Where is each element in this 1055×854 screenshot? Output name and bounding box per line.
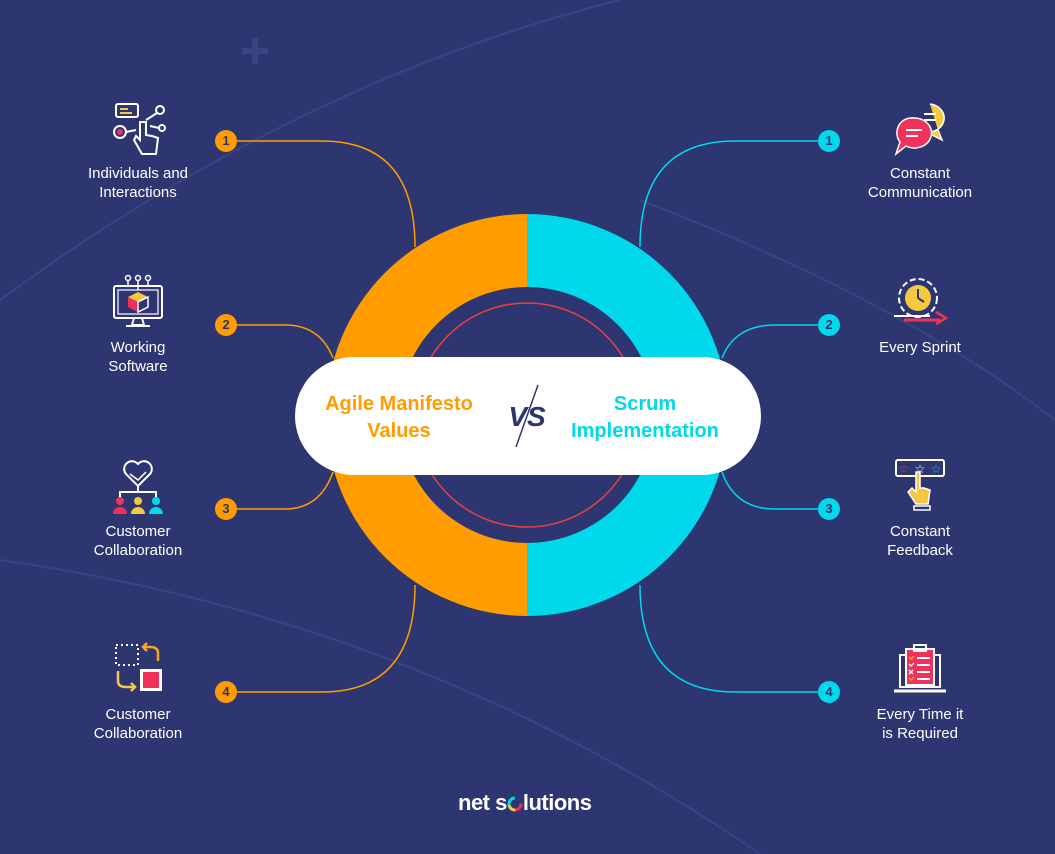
svg-text:☆: ☆ bbox=[931, 462, 942, 476]
svg-text:VS: VS bbox=[508, 401, 546, 432]
scrum-item-2: Every Sprint bbox=[835, 274, 1005, 357]
chat-bubbles-icon bbox=[894, 103, 945, 157]
scrum-item-4: Every Time it is Required bbox=[835, 641, 1005, 743]
scrum-implementation-title: Scrum Implementation bbox=[571, 393, 719, 442]
scrum-badge-1: 1 bbox=[818, 130, 840, 152]
swap-squares-icon bbox=[115, 642, 162, 692]
agile-badge-2: 2 bbox=[215, 314, 237, 336]
logo-text-end: lutions bbox=[522, 790, 592, 815]
handshake-team-icon bbox=[113, 460, 163, 514]
agile-value-label-3: Customer Collaboration bbox=[93, 523, 183, 559]
monitor-cube-icon bbox=[113, 274, 163, 327]
scrum-badge-4: 4 bbox=[818, 681, 840, 703]
svg-text:☆: ☆ bbox=[899, 462, 910, 476]
scrum-label-3: Constant Feedback bbox=[887, 523, 953, 559]
svg-text:☆: ☆ bbox=[915, 462, 926, 476]
agile-badge-1: 1 bbox=[215, 130, 237, 152]
star-rating-hand-icon: ☆ ☆ ☆ bbox=[895, 459, 945, 511]
scrum-item-1: Constant Communication bbox=[835, 100, 1005, 202]
logo-text-start: net s bbox=[458, 790, 507, 815]
agile-value-item-2: Working Software bbox=[53, 274, 223, 376]
scrum-badge-2: 2 bbox=[818, 314, 840, 336]
agile-badge-3: 3 bbox=[215, 498, 237, 520]
agile-manifesto-title: Agile Manifesto Values bbox=[325, 393, 473, 442]
agile-value-label-2: Working Software bbox=[108, 339, 168, 375]
versus-icon: VS bbox=[508, 384, 546, 448]
gear-clock-arrow-icon bbox=[894, 278, 949, 326]
agile-value-item-4: Customer Collaboration bbox=[53, 641, 223, 743]
laptop-checklist-icon bbox=[894, 644, 946, 693]
agile-value-label-4: Customer Collaboration bbox=[93, 706, 183, 742]
scrum-label-2: Every Sprint bbox=[879, 339, 961, 356]
agile-value-item-1: Individuals and Interactions bbox=[53, 100, 223, 202]
scrum-label-4: Every Time it is Required bbox=[876, 706, 964, 742]
agile-value-label-1: Individuals and Interactions bbox=[87, 165, 189, 201]
scrum-badge-3: 3 bbox=[818, 498, 840, 520]
scrum-item-3: ☆ ☆ ☆ Constant Feedback bbox=[835, 458, 1005, 560]
center-comparison-pill: Agile Manifesto Values VS Scrum Implemen… bbox=[295, 357, 761, 475]
net-solutions-logo: net s lutions bbox=[458, 790, 592, 816]
agile-value-item-3: Customer Collaboration bbox=[53, 458, 223, 560]
touch-network-icon bbox=[113, 103, 166, 155]
scrum-label-1: Constant Communication bbox=[867, 165, 973, 201]
logo-ring-icon bbox=[507, 796, 523, 812]
agile-badge-4: 4 bbox=[215, 681, 237, 703]
